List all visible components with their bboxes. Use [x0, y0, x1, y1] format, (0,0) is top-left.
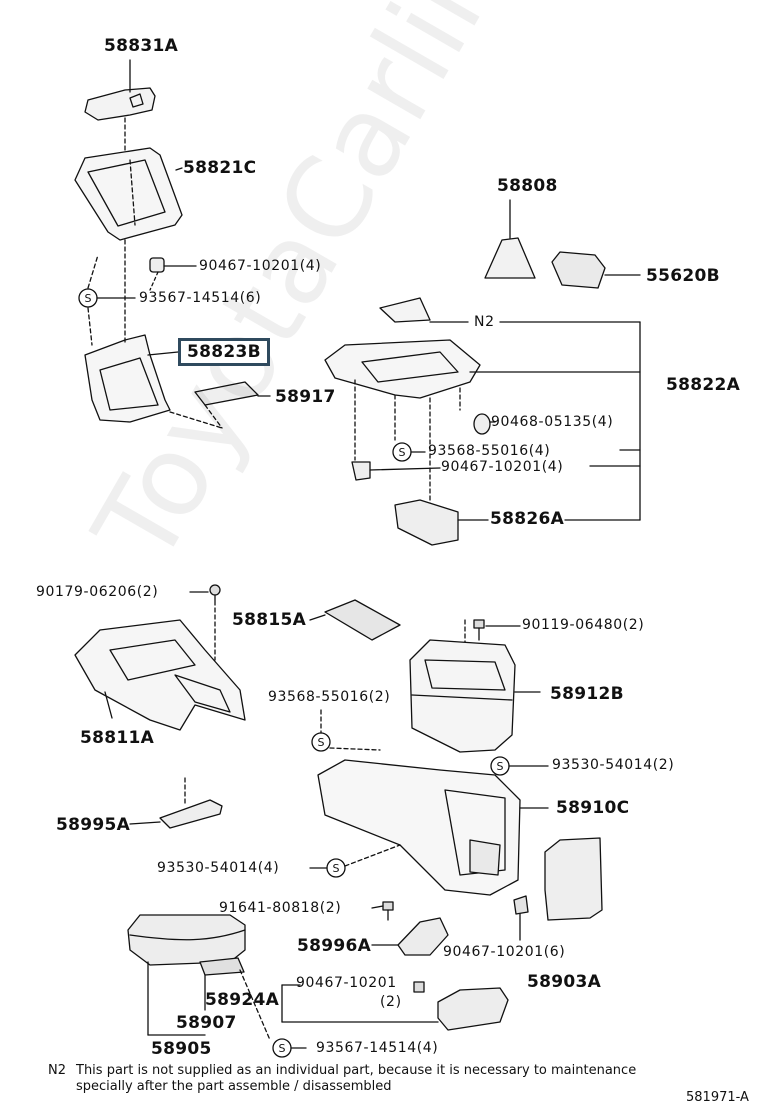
- part-58831A-drawing: [84, 59, 156, 121]
- part-55620B-drawing: [551, 251, 641, 289]
- part-58821C-drawing: [74, 117, 183, 241]
- part-58995A-drawing: [129, 777, 223, 829]
- label-58917: 58917: [275, 387, 336, 407]
- s-letter-lower-left: S: [333, 862, 340, 875]
- label-58831A: 58831A: [104, 36, 179, 56]
- label-93567-top: 93567-14514(6): [139, 290, 262, 306]
- s-letter-top: S: [85, 292, 92, 305]
- s-letter-low-right: S: [497, 760, 504, 773]
- label-58996A: 58996A: [297, 936, 372, 956]
- clip-drawing-top: [149, 257, 197, 291]
- part-58996A-drawing: [371, 917, 449, 956]
- bolt-drawing-91641: [371, 901, 394, 921]
- footnote-line-2: specially after the part assemble / disa…: [76, 1079, 392, 1094]
- part-58823B-drawing: [84, 239, 179, 423]
- label-58808: 58808: [497, 176, 558, 196]
- grommet-drawing: [473, 413, 496, 435]
- label-58912B: 58912B: [550, 684, 624, 704]
- label-91641: 91641-80818(2): [219, 900, 342, 916]
- label-58907: 58907: [176, 1013, 237, 1033]
- label-58815A: 58815A: [232, 610, 307, 630]
- label-58924A: 58924A: [205, 990, 280, 1010]
- bolt-drawing-90179: [189, 584, 221, 661]
- part-58907-drawing: [199, 957, 271, 1041]
- s-letter-bottom: S: [279, 1042, 286, 1055]
- part-58826A-drawing: [394, 499, 489, 546]
- part-58811A-drawing: [74, 619, 246, 731]
- label-93568-mid: 93568-55016(4): [428, 443, 551, 459]
- clip-drawing-mid: [351, 461, 441, 481]
- part-58924A-drawing: [281, 981, 509, 1031]
- part-58917-drawing: [169, 381, 271, 429]
- label-90467-bottom: 90467-10201: [296, 975, 397, 991]
- label-90467-bottom-qty: (2): [380, 994, 402, 1010]
- screw-symbol-mid: [392, 442, 426, 462]
- part-58910C-drawing: [317, 759, 549, 896]
- label-90467-mid: 90467-10201(4): [441, 459, 564, 475]
- label-n2-top: N2: [474, 314, 495, 330]
- label-90467-top: 90467-10201(4): [199, 258, 322, 274]
- footnote-line-1: This part is not supplied as an individu…: [76, 1063, 637, 1078]
- screw-symbol-top: [78, 254, 136, 346]
- label-93530-right: 93530-54014(2): [552, 757, 675, 773]
- label-90179: 90179-06206(2): [36, 584, 159, 600]
- label-58905: 58905: [151, 1039, 212, 1059]
- part-58808-drawing: [484, 199, 536, 279]
- part-58815A-drawing: [309, 599, 401, 641]
- label-93567-bottom: 93567-14514(4): [316, 1040, 439, 1056]
- label-58826A: 58826A: [490, 509, 565, 529]
- label-93568-low: 93568-55016(2): [268, 689, 391, 705]
- part-58822A-drawing: [324, 297, 641, 521]
- screw-symbol-low-left: [311, 709, 381, 752]
- label-58910C: 58910C: [556, 798, 630, 818]
- s-letter-low-left: S: [318, 736, 325, 749]
- figure-id: 581971-A: [686, 1090, 749, 1105]
- label-93530-left: 93530-54014(4): [157, 860, 280, 876]
- screw-symbol-low-right: [490, 756, 549, 776]
- part-58912B-drawing: [409, 639, 541, 753]
- s-letter-mid: S: [399, 446, 406, 459]
- label-58821C: 58821C: [183, 158, 257, 178]
- label-90119: 90119-06480(2): [522, 617, 645, 633]
- label-90468: 90468-05135(4): [491, 414, 614, 430]
- label-58823B: 58823B: [178, 338, 270, 366]
- part-58903A-drawing: [513, 837, 603, 941]
- screw-symbol-lower-left: [309, 844, 401, 878]
- label-58822A: 58822A: [666, 375, 741, 395]
- label-58995A: 58995A: [56, 815, 131, 835]
- label-58903A: 58903A: [527, 972, 602, 992]
- label-90467-low: 90467-10201(6): [443, 944, 566, 960]
- label-55620B: 55620B: [646, 266, 720, 286]
- screw-symbol-bottom: [272, 1038, 307, 1058]
- part-58905-drawing: [127, 914, 246, 1036]
- label-58811A: 58811A: [80, 728, 155, 748]
- footnote-code: N2: [48, 1063, 66, 1078]
